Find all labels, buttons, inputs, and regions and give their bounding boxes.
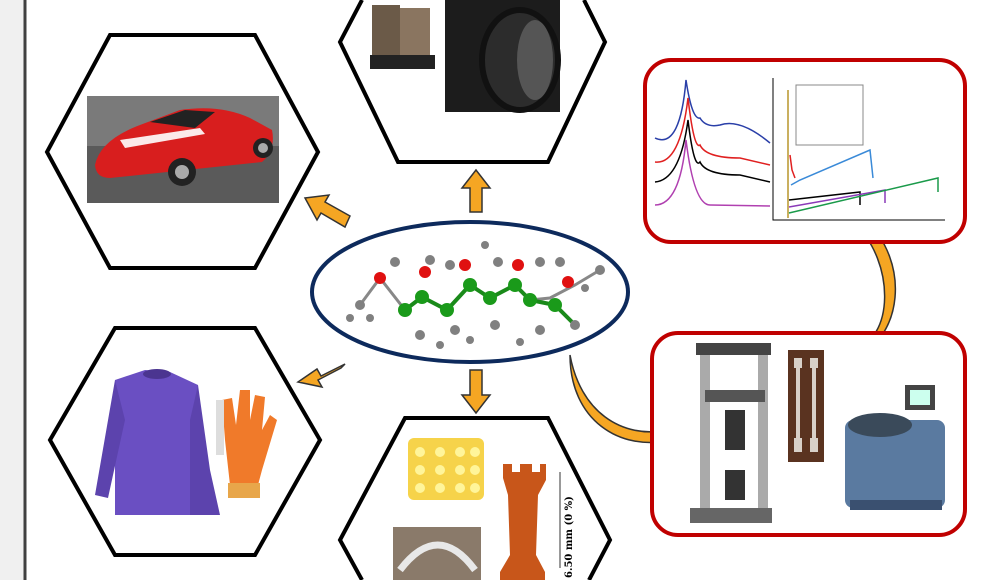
- spectra-plot: [654, 79, 771, 207]
- hexagon-3d-printing: [337, 416, 613, 580]
- sweater-image: [95, 369, 220, 515]
- molecule-model: [346, 241, 605, 349]
- stress-strain-plot: [772, 78, 945, 221]
- hexagons: [44, 0, 613, 580]
- arrow-up-icon: [460, 168, 492, 213]
- hexagon-footwear-tires: [337, 0, 608, 164]
- arrow-upper-left-icon: [303, 194, 351, 229]
- dental-aligner-image: [393, 527, 481, 580]
- boots-image: [370, 5, 435, 69]
- arrow-lower-left-icon: [296, 363, 346, 389]
- arrow-down-icon: [460, 369, 492, 415]
- tire-image: [445, 0, 561, 113]
- scale-label: 6.50 mm (0 %): [564, 496, 575, 578]
- sports-car-image: [87, 96, 279, 203]
- dogbone-specimens-image: [788, 350, 824, 462]
- hexagon-automotive: [44, 33, 321, 270]
- glove-image: [216, 390, 277, 498]
- lattice-image: [408, 438, 484, 500]
- rook-image: 6.50 mm (0 %): [500, 464, 575, 580]
- hexagon-apparel: [47, 326, 323, 557]
- tensile-tester-image: [690, 343, 772, 523]
- dsc-instrument-image: [845, 385, 945, 510]
